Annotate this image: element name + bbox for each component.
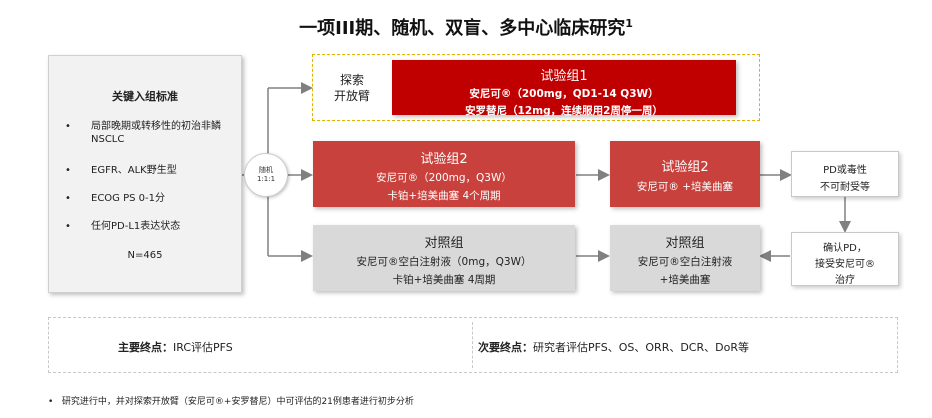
arm2-maintenance-box: 试验组2 安尼可® +培美曲塞 xyxy=(610,141,760,207)
primary-endpoint: 主要终点：IRC评估PFS xyxy=(118,341,233,354)
arm2-induction-box: 试验组2 安尼可®（200mg，Q3W） 卡铂+培美曲塞 4个周期 xyxy=(313,141,575,207)
criteria-item: •EGFR、ALK野生型 xyxy=(65,165,177,176)
endpoints-box xyxy=(48,317,898,373)
confirm-pd-box: 确认PD， 接受安尼可® 治疗 xyxy=(791,232,899,286)
control-induction-box: 对照组 安尼可®空白注射液（0mg，Q3W） 卡铂+培美曲塞 4周期 xyxy=(313,225,575,291)
explore-arm-label: 探索 开放臂 xyxy=(333,73,370,103)
page-title: 一项III期、随机、双盲、多中心临床研究1 xyxy=(299,17,633,39)
criteria-heading: 关键入组标准 xyxy=(112,90,178,103)
criteria-item: •局部晚期或转移性的初治非鳞NSCLC xyxy=(65,121,221,145)
inclusion-criteria-box: 关键入组标准 •局部晚期或转移性的初治非鳞NSCLC •EGFR、ALK野生型 … xyxy=(48,55,242,293)
sample-size: N=465 xyxy=(127,250,163,261)
criteria-item: •ECOG PS 0-1分 xyxy=(65,193,165,204)
arm1-box: 试验组1 安尼可®（200mg，QD1-14 Q3W） 安罗替尼（12mg，连续… xyxy=(392,60,736,117)
control-maintenance-box: 对照组 安尼可®空白注射液 +培美曲塞 xyxy=(610,225,760,291)
criteria-item: •任何PD-L1表达状态 xyxy=(65,221,181,232)
randomization-node: 随机 1:1:1 xyxy=(244,153,288,197)
secondary-endpoint: 次要终点：研究者评估PFS、OS、ORR、DCR、DoR等 xyxy=(478,341,749,354)
footnote: • 研究进行中，并对探索开放臂（安尼可®+安罗替尼）中可评估的21例患者进行初步… xyxy=(48,397,414,407)
explore-arm-frame xyxy=(312,54,760,121)
endpoints-divider xyxy=(472,322,473,368)
pd-toxicity-box: PD或毒性 不可耐受等 xyxy=(791,151,899,197)
